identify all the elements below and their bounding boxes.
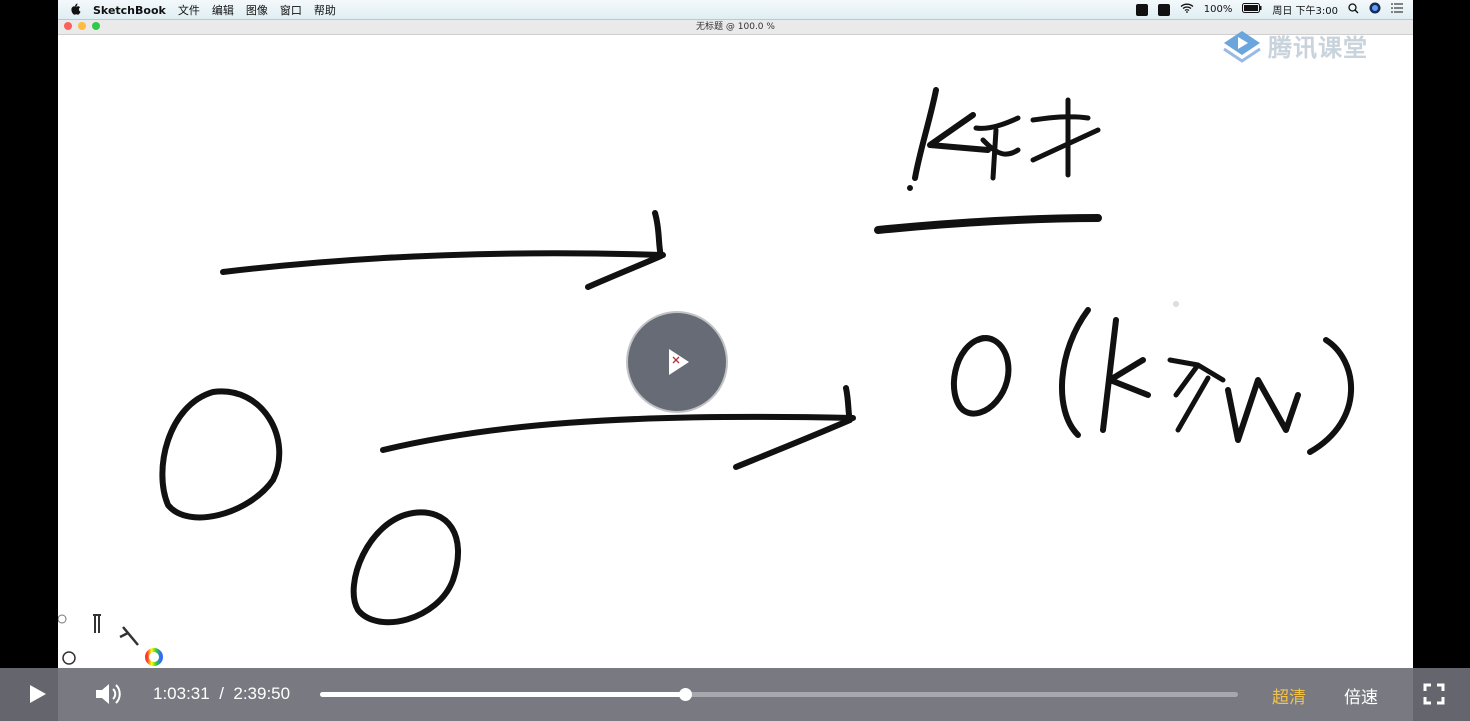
speed-button[interactable]: 倍速 [1344,688,1378,708]
battery-percent: 100% [1203,4,1233,15]
watermark: 腾讯课堂 [1222,28,1368,63]
bottom-arrow-shaft [380,413,856,453]
center-play-button[interactable] [626,311,728,413]
s-app-icon[interactable] [1157,3,1170,16]
tool-widgets [58,614,163,666]
settings-icon [58,614,67,624]
minimize-window-button[interactable] [78,22,86,30]
grid-app-icon[interactable] [1135,3,1148,16]
list-icon[interactable] [1391,3,1403,16]
top-arrow-shaft [220,250,666,275]
apple-icon[interactable] [70,3,81,18]
duration: 2:39:50 [233,684,291,703]
app-name-menu[interactable]: SketchBook [93,3,166,17]
quality-button[interactable]: 超清 [1272,688,1306,708]
time-display: 1:03:31 / 2:39:50 [153,684,290,704]
watermark-text: 腾讯课堂 [1268,34,1368,62]
menubar-clock[interactable]: 周日 下午3:00 [1272,6,1338,17]
play-icon [669,349,689,375]
watermark-logo-icon [1223,30,1261,63]
k-underline [874,214,1102,234]
sketchbook-tools [58,605,198,675]
zoom-window-button[interactable] [92,22,100,30]
menu-file[interactable]: 文件 [177,4,200,17]
layer-icon [62,651,76,665]
video-control-bar: 1:03:31 / 2:39:50 超清 倍速 [0,668,1470,721]
time-separator: / [219,684,224,703]
handwriting [159,87,1355,626]
window-titlebar: 无标题 @ 100.0 % [58,20,1413,35]
menu-help[interactable]: 帮助 [313,4,336,17]
fullscreen-icon [1423,683,1445,705]
menu-window[interactable]: 窗口 [279,4,302,17]
color-wheel-icon [145,648,163,666]
drawing-canvas[interactable] [58,35,1413,668]
progress-fill [320,692,686,697]
ruler-icon [93,614,101,633]
volume-icon [96,684,121,704]
close-window-button[interactable] [64,22,72,30]
bottom-arrow-head [733,385,853,470]
wifi-icon[interactable] [1180,3,1194,16]
current-time: 1:03:31 [153,684,210,703]
siri-icon[interactable] [1369,2,1381,17]
play-button[interactable] [26,680,50,708]
fullscreen-button[interactable] [1423,683,1445,705]
play-icon [30,685,46,703]
mac-menubar: SketchBook 文件 编辑 图像 窗口 帮助 100% 周日 下午3:00 [58,0,1413,20]
menu-image[interactable]: 图像 [245,4,268,17]
screen: SketchBook 文件 编辑 图像 窗口 帮助 100% 周日 下午3:00 [58,0,1413,721]
progress-bar[interactable] [320,688,1238,701]
progress-handle[interactable] [679,688,693,701]
window-title: 无标题 @ 100.0 % [696,22,775,32]
volume-button[interactable] [93,680,123,708]
battery-icon[interactable] [1242,3,1262,16]
menu-edit[interactable]: 编辑 [211,4,234,17]
top-arrow-head [585,210,664,290]
k-letter [912,87,939,181]
brush-icon [119,626,139,646]
search-icon[interactable] [1348,2,1359,17]
